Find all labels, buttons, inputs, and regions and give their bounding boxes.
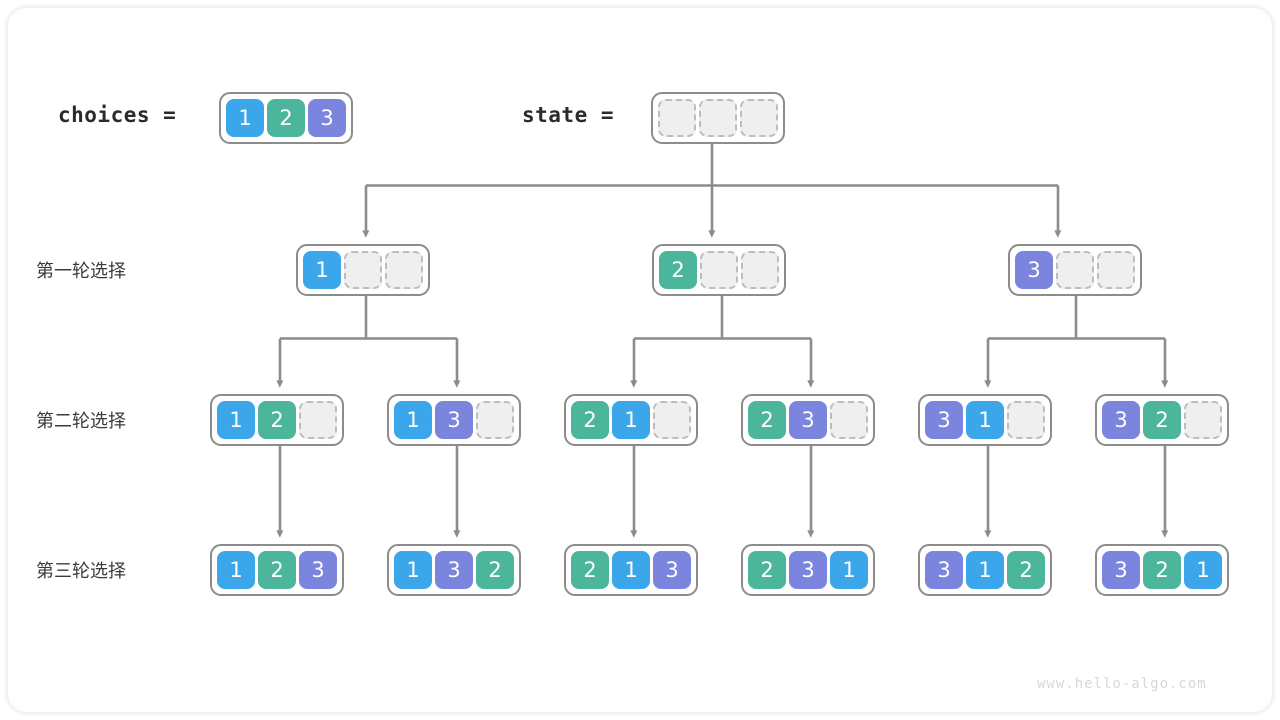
node-cell-empty xyxy=(830,401,868,439)
node-round3-4: 3 1 2 xyxy=(918,544,1052,596)
node-cell: 1 xyxy=(394,551,432,589)
node-round2-0: 1 2 xyxy=(210,394,344,446)
node-round2-4: 3 1 xyxy=(918,394,1052,446)
node-round1-2: 3 xyxy=(1008,244,1142,296)
node-cell: 1 xyxy=(1184,551,1222,589)
node-cell: 3 xyxy=(789,401,827,439)
state-label: state = xyxy=(522,103,615,127)
node-cell: 3 xyxy=(653,551,691,589)
node-cell: 2 xyxy=(476,551,514,589)
node-cell-empty xyxy=(385,251,423,289)
node-round1-1: 2 xyxy=(652,244,786,296)
row-label-round-3: 第三轮选择 xyxy=(36,561,126,581)
node-cell: 3 xyxy=(789,551,827,589)
node-cell: 1 xyxy=(217,401,255,439)
state-array xyxy=(651,92,785,144)
node-round2-5: 3 2 xyxy=(1095,394,1229,446)
diagram-stage: choices = state = 1 2 3 第一轮选择 第二轮选择 第三轮选… xyxy=(8,8,1272,712)
row-label-round-2: 第二轮选择 xyxy=(36,411,126,431)
node-round2-2: 2 1 xyxy=(564,394,698,446)
node-round3-5: 3 2 1 xyxy=(1095,544,1229,596)
node-cell: 2 xyxy=(748,551,786,589)
node-cell: 3 xyxy=(1102,551,1140,589)
node-cell: 1 xyxy=(394,401,432,439)
node-round3-0: 1 2 3 xyxy=(210,544,344,596)
node-cell: 3 xyxy=(435,551,473,589)
watermark: www.hello-algo.com xyxy=(1037,676,1207,692)
row-label-round-1: 第一轮选择 xyxy=(36,261,126,281)
node-cell: 1 xyxy=(830,551,868,589)
node-cell: 2 xyxy=(571,551,609,589)
state-cell-empty xyxy=(658,99,696,137)
node-round3-1: 1 3 2 xyxy=(387,544,521,596)
node-cell: 1 xyxy=(303,251,341,289)
node-cell: 3 xyxy=(435,401,473,439)
node-cell: 2 xyxy=(258,551,296,589)
node-cell: 1 xyxy=(217,551,255,589)
node-cell: 2 xyxy=(571,401,609,439)
node-cell-empty xyxy=(1097,251,1135,289)
node-cell: 2 xyxy=(1143,401,1181,439)
state-cell-empty xyxy=(740,99,778,137)
choices-cell: 1 xyxy=(226,99,264,137)
state-cell-empty xyxy=(699,99,737,137)
choices-label: choices = xyxy=(58,103,177,127)
node-round1-0: 1 xyxy=(296,244,430,296)
node-cell: 3 xyxy=(1015,251,1053,289)
node-round3-3: 2 3 1 xyxy=(741,544,875,596)
node-cell-empty xyxy=(476,401,514,439)
node-cell-empty xyxy=(299,401,337,439)
node-cell-empty xyxy=(1056,251,1094,289)
choices-array: 1 2 3 xyxy=(219,92,353,144)
node-cell: 3 xyxy=(1102,401,1140,439)
node-cell: 1 xyxy=(612,401,650,439)
node-cell: 3 xyxy=(299,551,337,589)
node-cell: 2 xyxy=(659,251,697,289)
choices-cell: 3 xyxy=(308,99,346,137)
node-cell: 2 xyxy=(1007,551,1045,589)
node-cell-empty xyxy=(741,251,779,289)
node-cell: 3 xyxy=(925,401,963,439)
node-cell-empty xyxy=(653,401,691,439)
node-cell: 2 xyxy=(1143,551,1181,589)
connector-lines xyxy=(276,141,1169,538)
node-round2-3: 2 3 xyxy=(741,394,875,446)
choices-cell: 2 xyxy=(267,99,305,137)
node-cell: 2 xyxy=(258,401,296,439)
node-round2-1: 1 3 xyxy=(387,394,521,446)
node-cell: 1 xyxy=(966,551,1004,589)
node-cell-empty xyxy=(1184,401,1222,439)
node-cell: 1 xyxy=(612,551,650,589)
diagram-card: choices = state = 1 2 3 第一轮选择 第二轮选择 第三轮选… xyxy=(8,8,1272,712)
node-cell-empty xyxy=(344,251,382,289)
node-cell: 1 xyxy=(966,401,1004,439)
node-cell-empty xyxy=(1007,401,1045,439)
node-cell: 2 xyxy=(748,401,786,439)
node-cell: 3 xyxy=(925,551,963,589)
node-cell-empty xyxy=(700,251,738,289)
node-round3-2: 2 1 3 xyxy=(564,544,698,596)
